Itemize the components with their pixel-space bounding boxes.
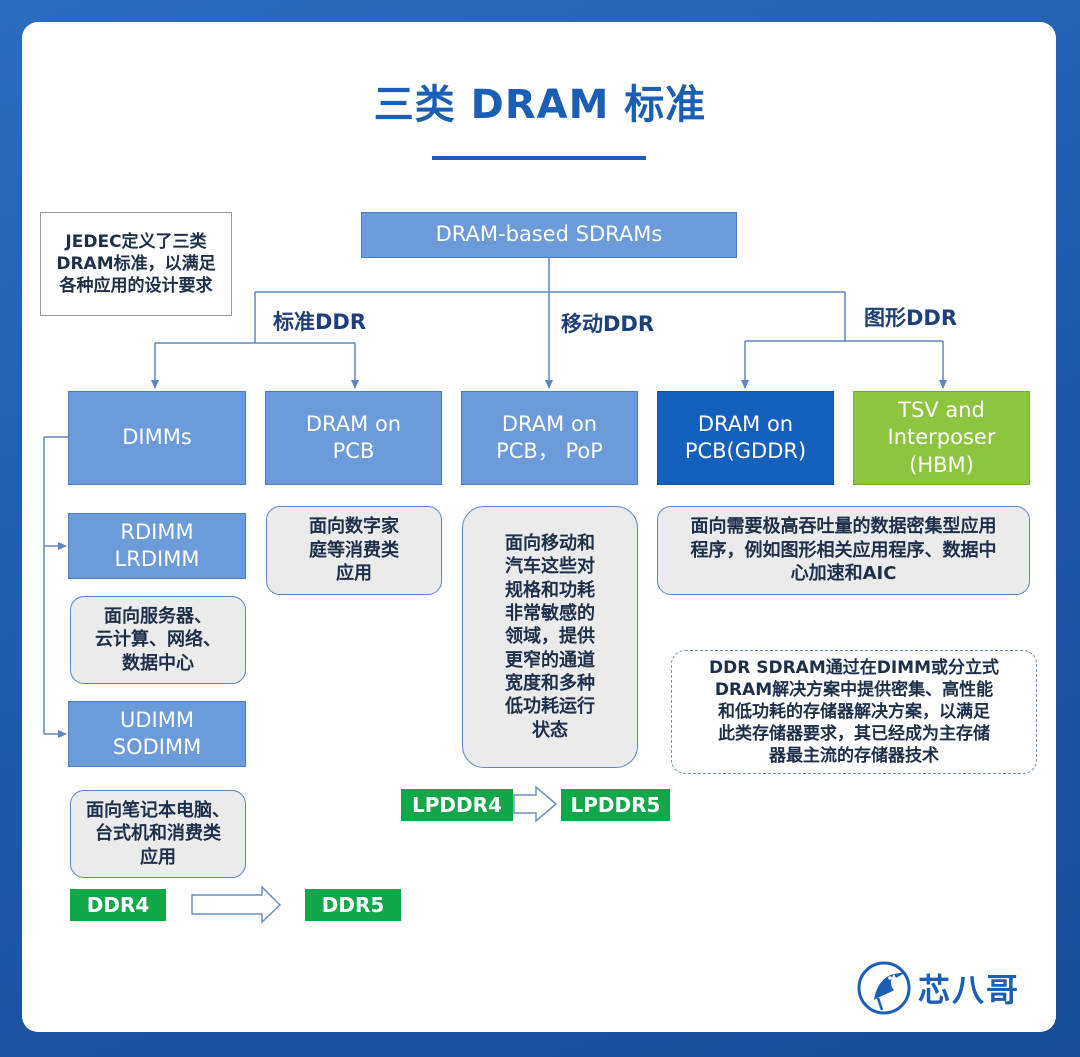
udimm-box: UDIMM SODIMM [68,701,246,767]
category-standard-ddr: 标准DDR [273,310,367,334]
udimm-description: 面向笔记本电脑、 台式机和消费类 应用 [70,790,246,878]
ddr-sdram-summary: DDR SDRAM通过在DIMM或分立式 DRAM解决方案中提供密集、高性能 和… [671,650,1037,774]
title-underline [432,156,646,160]
lpddr-generation-arrow [513,785,558,823]
category-graphics-ddr: 图形DDR [864,306,958,330]
ddr-generation-arrow [191,885,282,924]
page-title: 三类 DRAM 标准 [373,82,707,128]
category-mobile-ddr: 移动DDR [561,312,655,336]
ddr5-badge: DDR5 [305,889,401,921]
pcb-description: 面向数字家 庭等消费类 应用 [266,506,442,595]
dram-on-pcb-pop-box: DRAM on PCB， PoP [461,391,638,485]
tsv-interposer-hbm-box: TSV and Interposer (HBM) [853,391,1030,485]
ddr4-badge: DDR4 [70,889,166,921]
rdimm-box: RDIMM LRDIMM [68,513,246,579]
kingfisher-icon [857,961,911,1015]
jedec-note: JEDEC定义了三类DRAM标准，以满足各种应用的设计要求 [40,212,232,316]
lpddr5-badge: LPDDR5 [561,789,670,821]
lpddr4-badge: LPDDR4 [401,789,513,821]
root-box: DRAM-based SDRAMs [361,212,737,258]
rdimm-description: 面向服务器、 云计算、网络、 数据中心 [70,596,246,684]
mobile-description: 面向移动和 汽车这些对 规格和功耗 非常敏感的 领域，提供 更窄的通道 宽度和多… [462,506,638,768]
dimms-box: DIMMs [68,391,246,485]
brand-name: 芯八哥 [918,971,1021,1009]
brand-logo: 芯八哥 [856,960,1020,1016]
graphics-description: 面向需要极高吞吐量的数据密集型应用 程序，例如图形相关应用程序、数据中 心加速和… [657,506,1030,595]
dram-on-pcb-gddr-box: DRAM on PCB(GDDR) [657,391,834,485]
dram-on-pcb-box: DRAM on PCB [265,391,442,485]
